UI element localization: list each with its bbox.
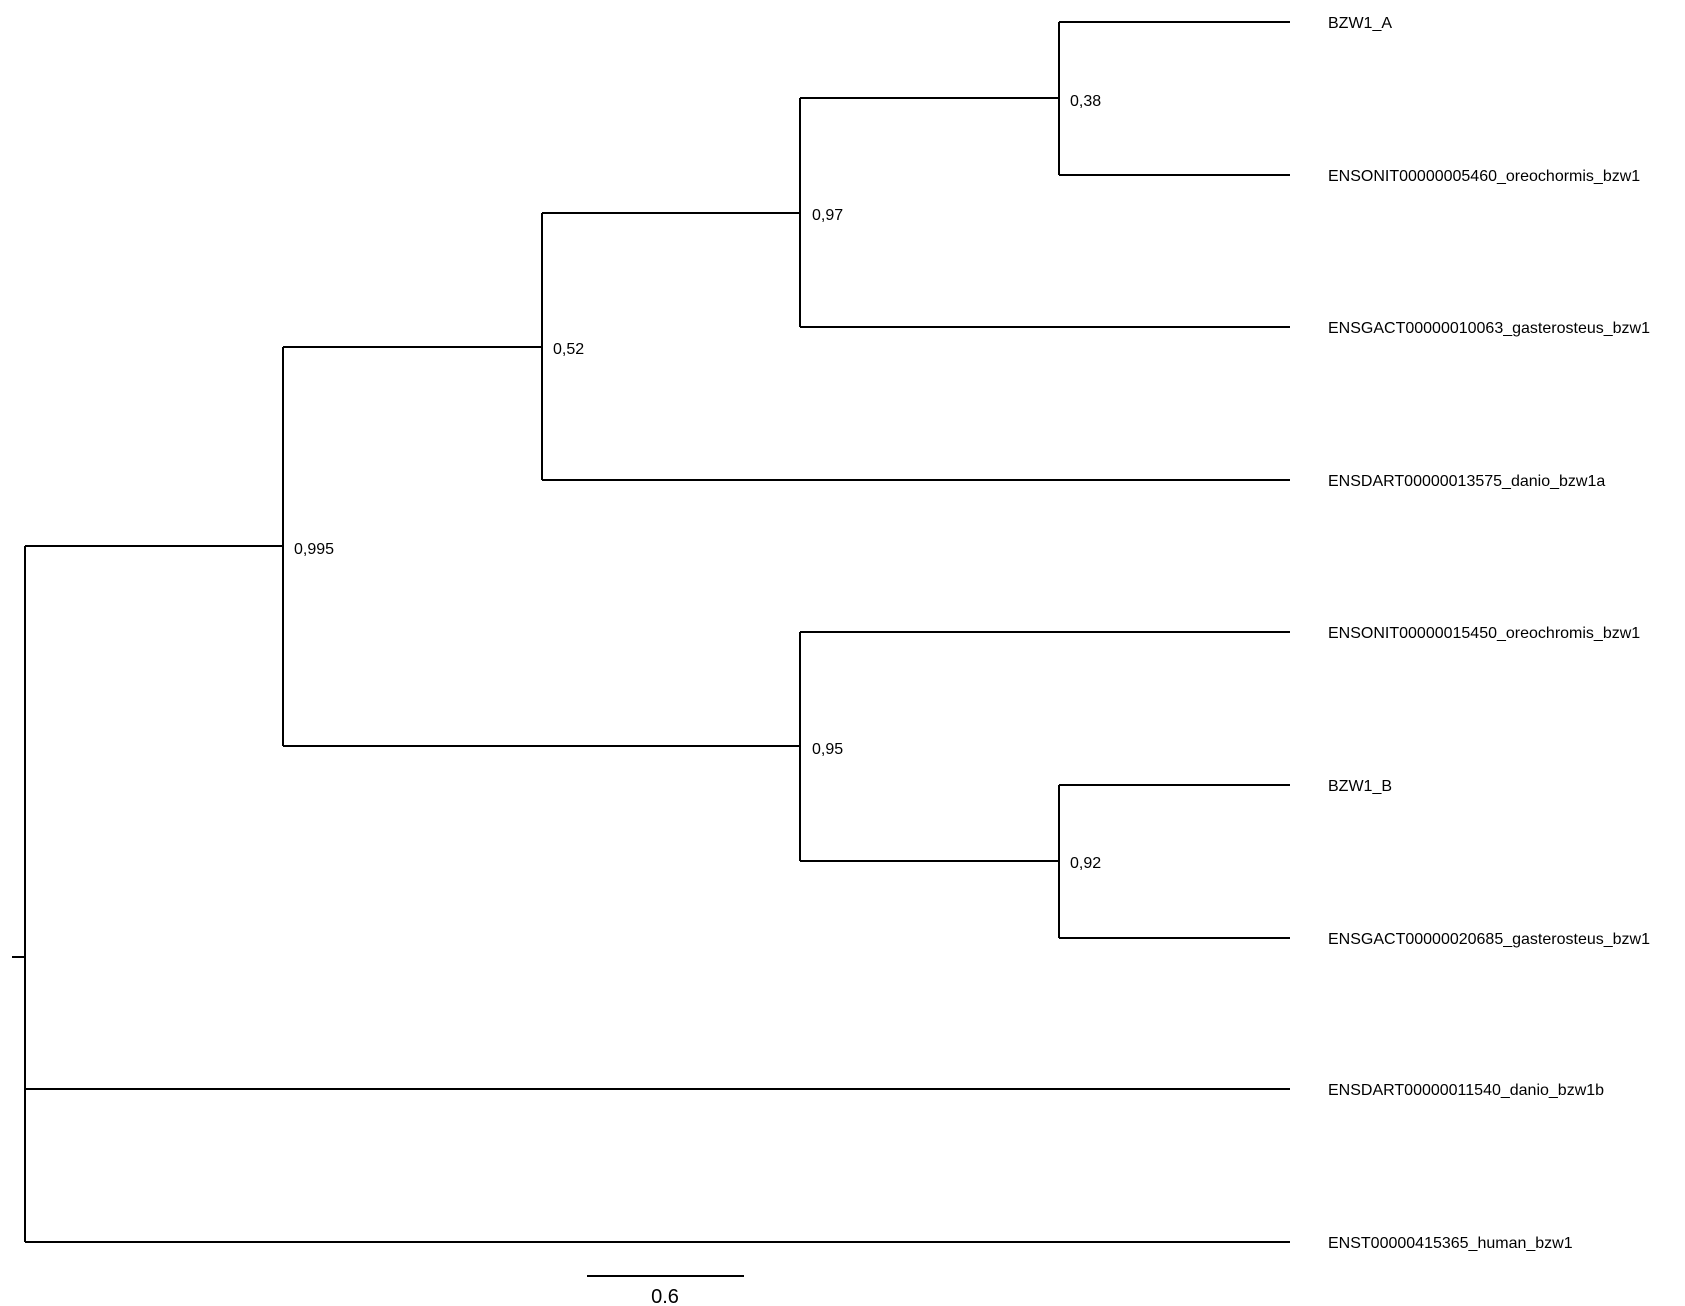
tip-label-bzw1-b: BZW1_B — [1328, 778, 1392, 795]
tip-label-human-bzw1: ENST00000415365_human_bzw1 — [1328, 1235, 1573, 1252]
tip-label-oreochormis-5460: ENSONIT00000005460_oreochormis_bzw1 — [1328, 168, 1640, 185]
support-value-n92: 0,92 — [1070, 855, 1101, 872]
support-value-n95: 0,95 — [812, 741, 843, 758]
tip-label-gasterosteus-10063: ENSGACT00000010063_gasterosteus_bzw1 — [1328, 320, 1650, 337]
tip-label-gasterosteus-20685: ENSGACT00000020685_gasterosteus_bzw1 — [1328, 931, 1650, 948]
scale-bar-label: 0.6 — [651, 1286, 679, 1306]
support-value-n38: 0,38 — [1070, 93, 1101, 110]
tip-label-danio-bzw1b: ENSDART00000011540_danio_bzw1b — [1328, 1082, 1604, 1099]
support-value-n97: 0,97 — [812, 207, 843, 224]
tip-label-danio-bzw1a: ENSDART00000013575_danio_bzw1a — [1328, 473, 1605, 490]
support-value-n52: 0,52 — [553, 341, 584, 358]
tip-label-bzw1-a: BZW1_A — [1328, 15, 1392, 32]
tip-label-oreochromis-15450: ENSONIT00000015450_oreochromis_bzw1 — [1328, 625, 1640, 642]
support-value-n995: 0,995 — [294, 541, 334, 558]
